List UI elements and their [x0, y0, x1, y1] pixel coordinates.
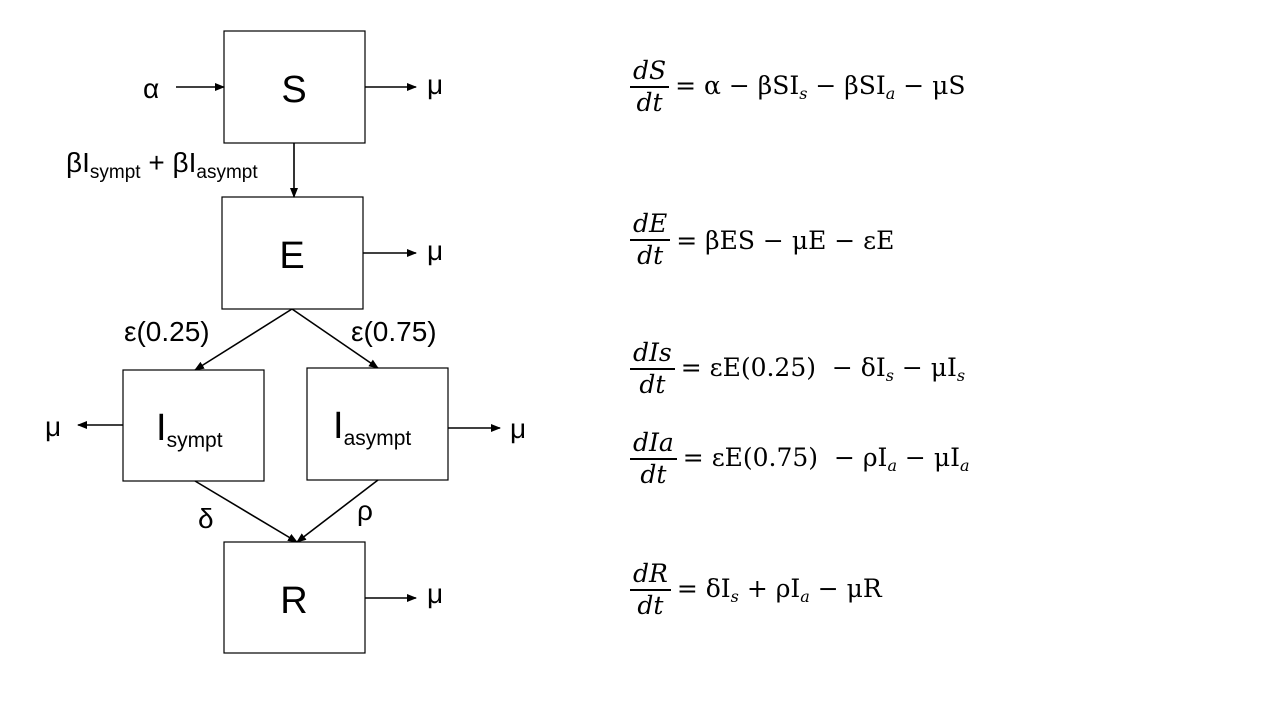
beta-i-sympt: βI [66, 147, 90, 178]
rhs-de: = βES − μE − εE [676, 225, 895, 255]
fraction-bar [630, 458, 677, 460]
fraction-de: dE dt [630, 209, 671, 271]
fraction-bar [630, 589, 671, 591]
box-e [221, 196, 364, 310]
denominator-dt: dt [636, 88, 663, 117]
numerator-de: dE [633, 209, 668, 238]
epsilon-right-label: ε(0.75) [351, 316, 437, 347]
delta-label: δ [198, 503, 214, 534]
equation-dia: dIa dt = εE(0.75) − ρIa − μIa [630, 428, 970, 490]
fraction-dia: dIa dt [630, 428, 677, 490]
rhs-dia: = εE(0.75) − ρIa − μIa [682, 443, 970, 475]
equation-dis: dIs dt = εE(0.25) − δIs − μIs [630, 338, 965, 400]
mu-label-i-asympt: μ [510, 413, 526, 444]
numerator-dr: dR [633, 559, 668, 588]
equation-de: dE dt = βES − μE − εE [630, 209, 894, 271]
beta-i-asympt: + βI [141, 147, 197, 178]
denominator-dt: dt [637, 591, 664, 620]
mu-label-i-sympt: μ [45, 411, 61, 442]
arrow-e-to-i-asympt [291, 308, 379, 369]
i-sympt-sub: sympt [167, 429, 223, 452]
alpha-label: α [143, 73, 159, 104]
equation-ds: dS dt = α − βSIs − βSIa − μS [630, 56, 966, 118]
beta-sub-sympt: sympt [90, 162, 141, 183]
mu-label-r: μ [427, 578, 443, 609]
box-i-sympt-label: Isympt [156, 407, 223, 452]
fraction-dr: dR dt [630, 559, 671, 621]
i-asympt-sub: asympt [344, 427, 412, 450]
beta-sub-asympt: asympt [196, 162, 258, 183]
box-i-sympt [122, 369, 265, 482]
fraction-bar [630, 239, 671, 241]
denominator-dt: dt [637, 241, 664, 270]
epsilon-left-label: ε(0.25) [124, 316, 210, 347]
mu-label-e: μ [427, 235, 443, 266]
rhs-dis: = εE(0.25) − δIs − μIs [680, 353, 966, 385]
rhs-ds: = α − βSIs − βSIa − μS [675, 71, 966, 103]
box-i-asympt [306, 367, 449, 481]
box-s-label: S [281, 69, 306, 111]
numerator-dis: dIs [633, 338, 672, 367]
denominator-dt: dt [639, 370, 666, 399]
box-i-asympt-label: Iasympt [333, 405, 411, 450]
mu-label-s: μ [427, 69, 443, 100]
denominator-dt: dt [640, 460, 667, 489]
box-e-label: E [279, 235, 304, 277]
equation-dr: dR dt = δIs + ρIa − μR [630, 559, 882, 621]
box-r [223, 541, 366, 654]
arrow-e-to-i-sympt [194, 308, 293, 371]
numerator-dia: dIa [633, 428, 674, 457]
rhs-dr: = δIs + ρIa − μR [676, 574, 882, 606]
fraction-bar [630, 86, 670, 88]
arrow-i-sympt-to-r [194, 480, 298, 543]
rho-label: ρ [357, 495, 373, 526]
box-s [223, 30, 366, 144]
fraction-dis: dIs dt [630, 338, 675, 400]
arrow-i-asympt-to-r [296, 479, 379, 543]
fraction-ds: dS dt [630, 56, 670, 118]
i-sympt-base: I [156, 407, 167, 449]
box-r-label: R [280, 580, 307, 622]
infection-rate-label: βIsympt + βIasympt [66, 147, 258, 183]
i-asympt-base: I [333, 405, 344, 447]
numerator-ds: dS [633, 56, 667, 85]
fraction-bar [630, 368, 675, 370]
